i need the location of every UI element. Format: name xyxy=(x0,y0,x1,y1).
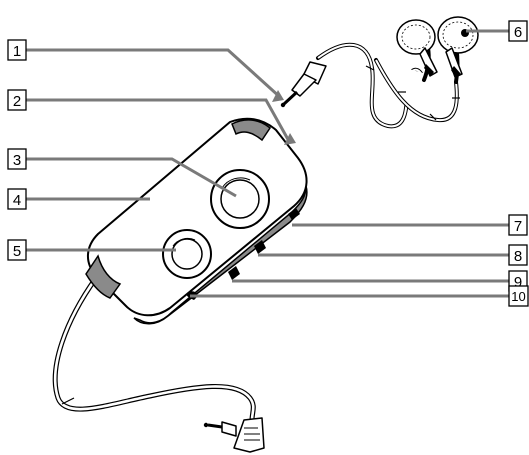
callout-4-label: 4 xyxy=(13,192,21,209)
callout-10: 10 xyxy=(509,286,528,306)
remote-plug xyxy=(204,418,264,452)
callout-3-label: 3 xyxy=(13,152,21,169)
callout-8: 8 xyxy=(509,245,527,265)
callout-8-label: 8 xyxy=(514,248,522,265)
callout-10-label: 10 xyxy=(511,289,525,304)
callout-3: 3 xyxy=(8,149,26,169)
small-button xyxy=(163,230,211,278)
headphone-plug xyxy=(281,62,326,107)
large-button xyxy=(211,170,269,228)
callout-6: 6 xyxy=(509,21,527,41)
callout-6-label: 6 xyxy=(514,24,522,41)
callout-1-label: 1 xyxy=(13,43,21,60)
callout-5-label: 5 xyxy=(13,243,21,260)
callout-1: 1 xyxy=(8,40,26,60)
callout-7-label: 7 xyxy=(514,218,522,235)
callout-5: 5 xyxy=(8,240,26,260)
right-earbud xyxy=(438,17,478,78)
callout-2: 2 xyxy=(8,90,26,110)
leader-1 xyxy=(26,50,281,98)
callout-2-label: 2 xyxy=(13,93,21,110)
earbud-headphones xyxy=(281,17,478,126)
callout-7: 7 xyxy=(509,215,527,235)
remote-control-unit xyxy=(55,119,307,452)
callout-4: 4 xyxy=(8,189,26,209)
